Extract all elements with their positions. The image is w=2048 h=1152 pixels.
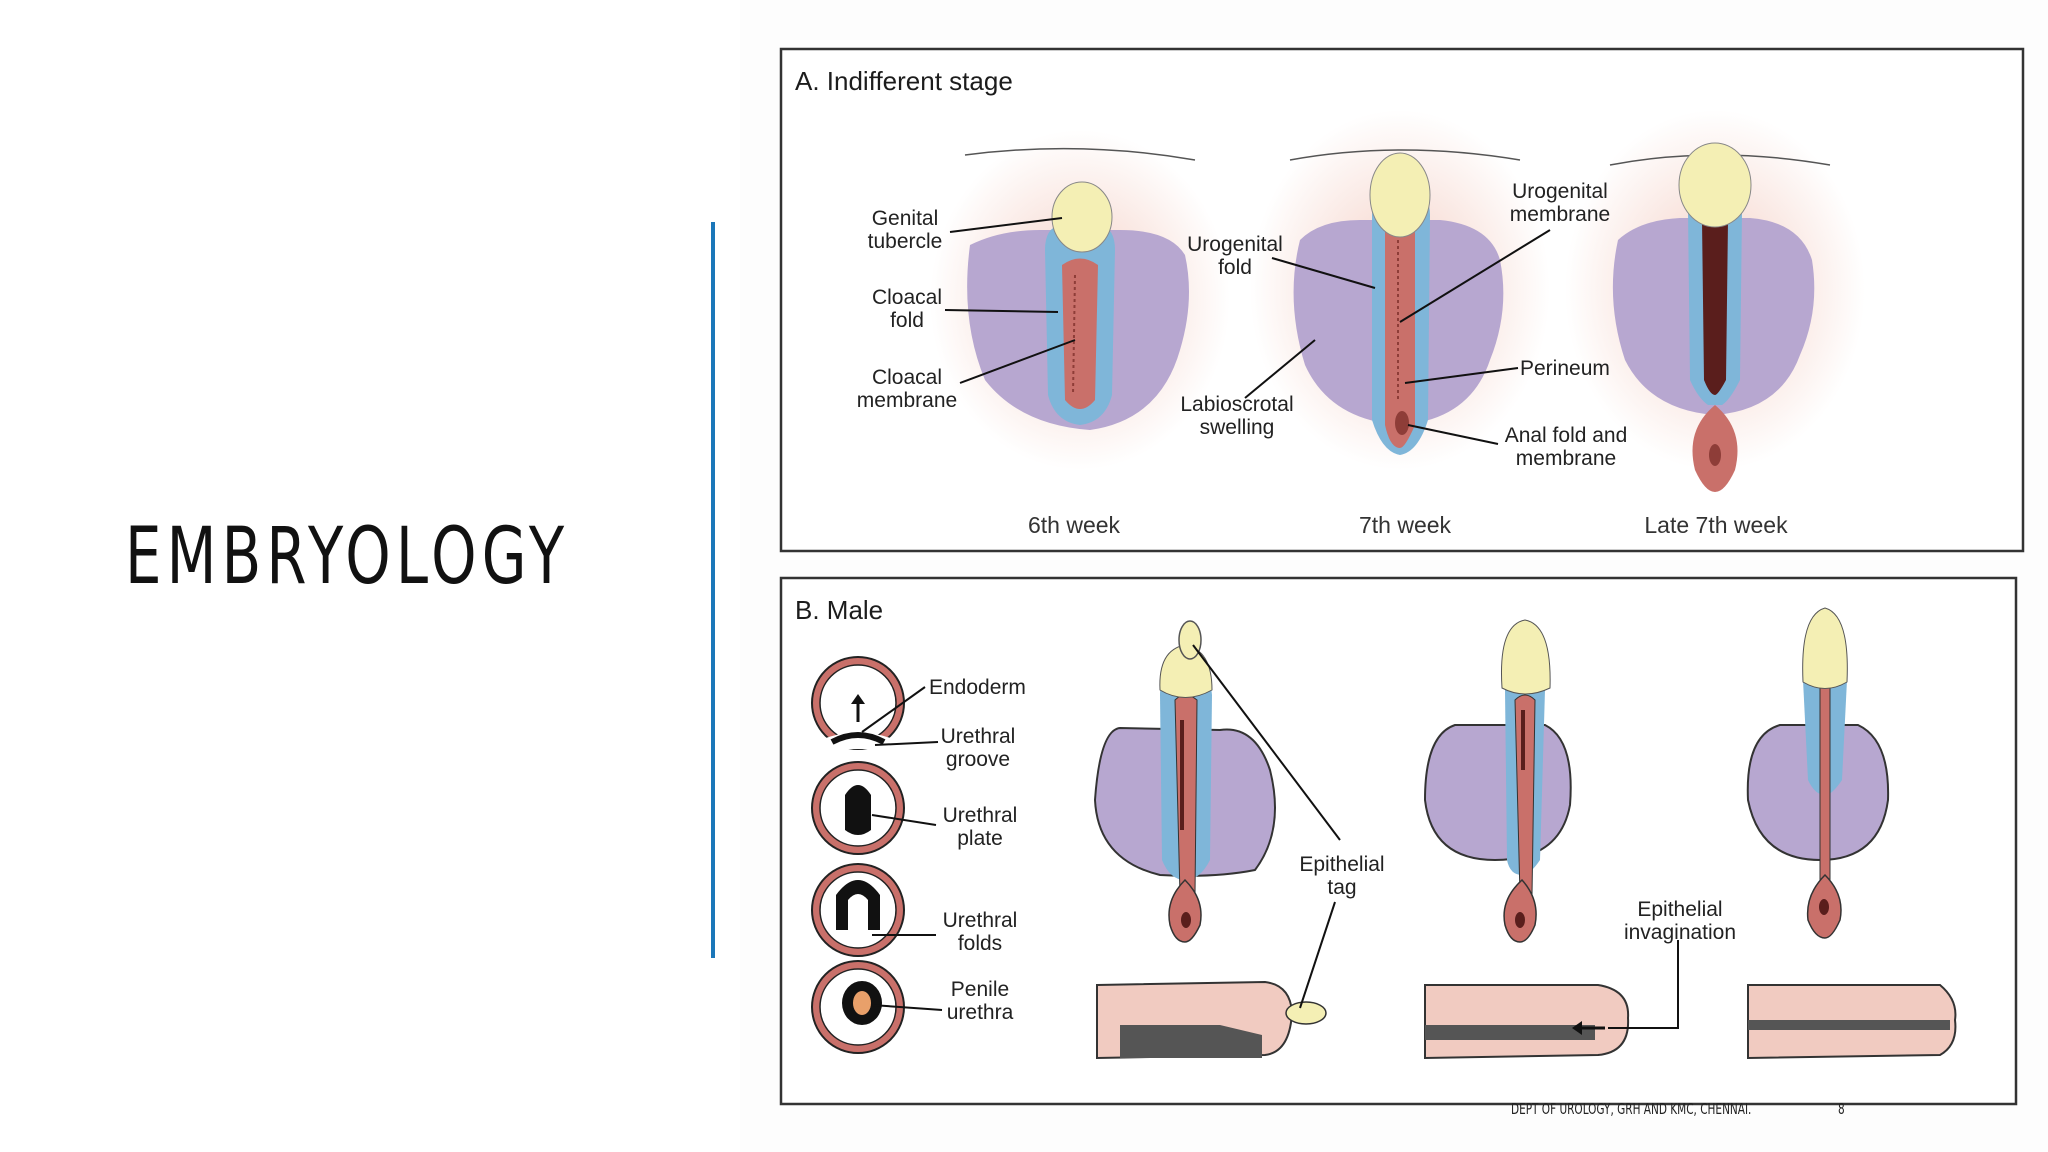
footer-text: DEPT OF UROLOGY, GRH AND KMC, CHENNAI. — [1511, 1100, 1752, 1118]
slide-title: EMBRYOLOGY — [125, 512, 570, 602]
longitudinal-section-3 — [1747, 984, 1957, 1060]
week-label-1: 6th week — [1028, 512, 1121, 538]
accent-bar — [711, 222, 715, 958]
stage-7th-week — [1250, 110, 1550, 470]
label-endoderm: Endoderm — [929, 676, 1026, 699]
page-number: 8 — [1838, 1100, 1845, 1118]
cross-section-endoderm — [811, 656, 905, 750]
panel-a-leader-lines — [944, 217, 1551, 445]
cross-section-plate — [811, 761, 905, 855]
male-stage-3 — [1746, 607, 1890, 939]
panel-a-title: A. Indifferent stage — [795, 66, 1013, 96]
cross-section-urethra — [811, 960, 905, 1054]
panel-b-title: B. Male — [795, 595, 883, 625]
longitudinal-section-2 — [1424, 984, 1630, 1060]
week-label-3: Late 7th week — [1644, 512, 1788, 538]
panel-b-leader-lines — [861, 644, 1679, 1029]
male-stage-1 — [1093, 620, 1276, 943]
week-label-2: 7th week — [1359, 512, 1452, 538]
male-stage-2 — [1423, 619, 1572, 943]
stage-6th-week — [930, 130, 1230, 470]
stage-late-7th-week — [1565, 110, 1865, 492]
label-perineum: Perineum — [1520, 357, 1610, 380]
longitudinal-section-1 — [1096, 980, 1327, 1060]
cross-section-folds — [811, 863, 905, 957]
